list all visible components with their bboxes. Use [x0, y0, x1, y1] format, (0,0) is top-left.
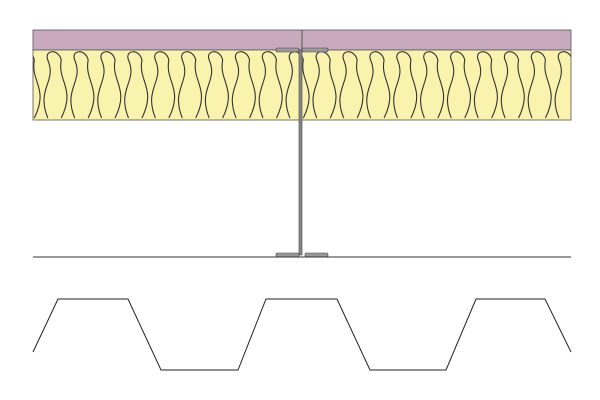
stud-bottom-flange-left — [275, 252, 300, 258]
trapezoidal-deck-profile — [32, 298, 572, 371]
stud-top-flange-right — [301, 47, 329, 53]
stud-web — [298, 49, 303, 256]
stud-bottom-flange-right — [304, 252, 329, 258]
stud-top-flange-left — [275, 47, 300, 53]
